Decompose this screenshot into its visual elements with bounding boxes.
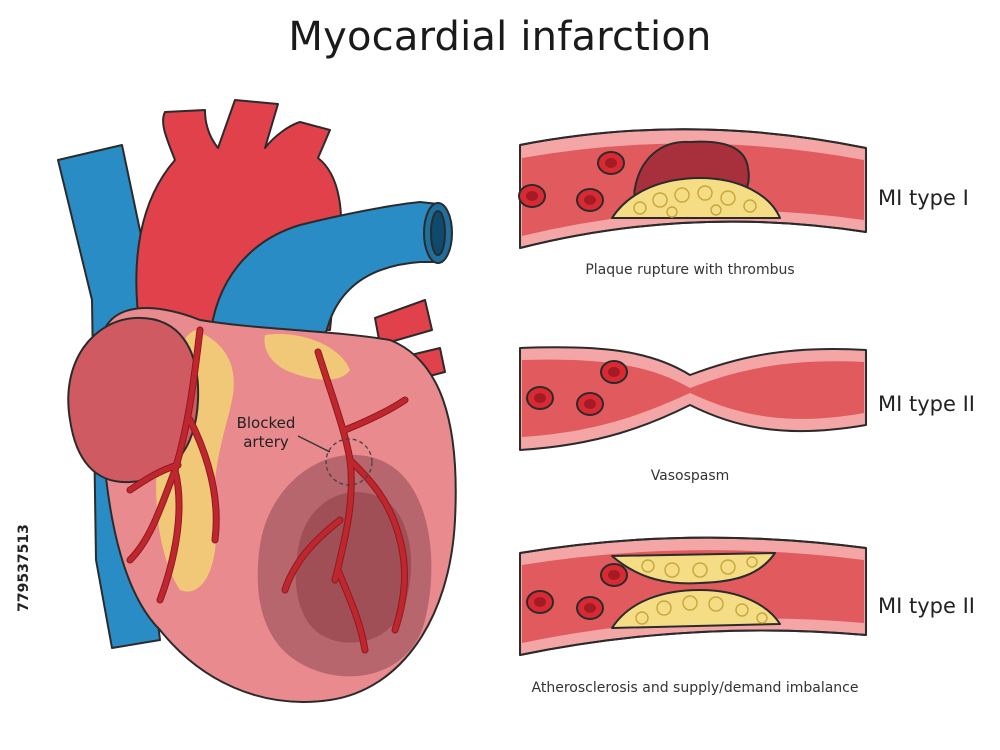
plaque-bottom <box>611 589 781 629</box>
panel-caption-3: Atherosclerosis and supply/demand imbala… <box>531 680 859 696</box>
mi-type-label-1: MI type I <box>878 186 969 210</box>
mi-type-label-3: MI type II <box>878 594 975 618</box>
blocked-artery-label: Blocked artery <box>226 414 306 452</box>
diagram-title: Myocardial infarction <box>288 14 712 60</box>
stock-id: 779537513 <box>16 524 32 612</box>
vessel-panel-1 <box>518 128 867 249</box>
plaque <box>611 177 781 219</box>
heart-illustration <box>57 99 457 703</box>
blockage-marker <box>325 438 373 486</box>
mi-type-label-2: MI type II <box>878 392 975 416</box>
pulmonary-artery <box>209 201 443 351</box>
panel-caption-2: Vasospasm <box>650 468 730 484</box>
right-atrium <box>67 316 200 484</box>
vessel-panel-3 <box>519 536 867 656</box>
vessel-panel-2 <box>519 346 867 451</box>
blocked-label-line2: artery <box>243 433 289 451</box>
annotation-leader <box>297 435 331 453</box>
red-blood-cells-3 <box>526 563 628 620</box>
panel-caption-1: Plaque rupture with thrombus <box>585 262 795 278</box>
red-blood-cells-1 <box>518 151 625 212</box>
red-blood-cells-2 <box>526 360 628 416</box>
blocked-label-line1: Blocked <box>236 414 296 432</box>
